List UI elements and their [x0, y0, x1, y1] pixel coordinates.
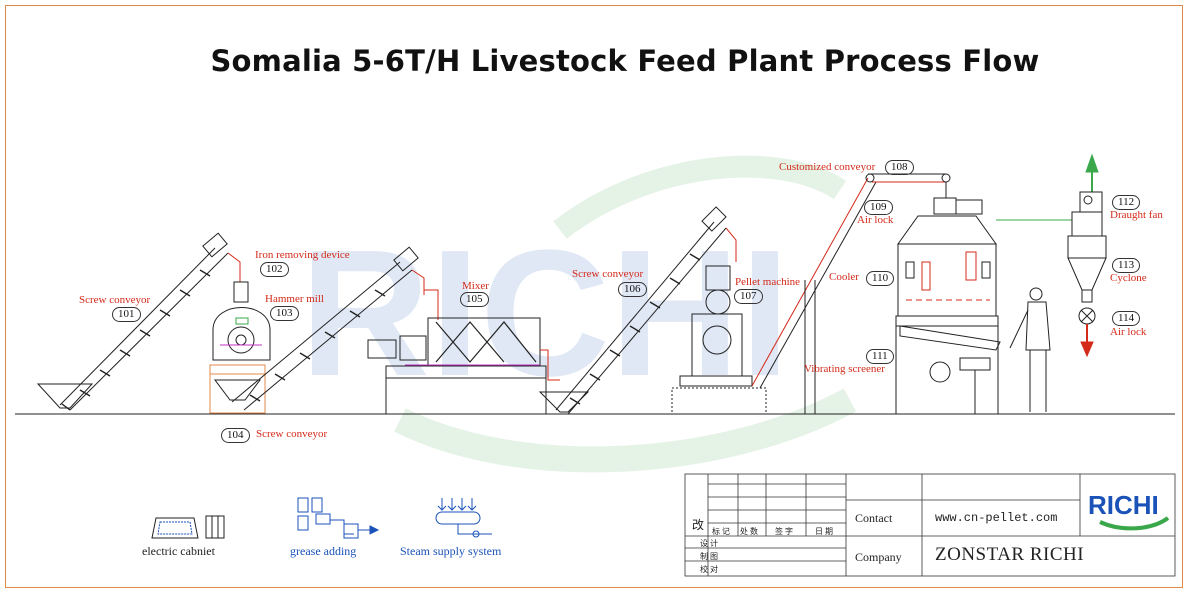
screw-conveyor-101 — [36, 232, 229, 411]
tag-109: 109 — [864, 200, 893, 215]
cyclone-113 — [1067, 211, 1107, 303]
tag-105: 105 — [460, 292, 489, 307]
label-mixer: Mixer — [462, 280, 489, 292]
label-screw-conveyor-106: Screw conveyor — [572, 268, 644, 280]
label-cyclone: Cyclone — [1110, 272, 1147, 284]
label-screw-conveyor-101: Screw conveyor — [79, 294, 151, 306]
label-vibrating-screener: Vibrating screener — [804, 363, 885, 375]
tb-jiaodui: 校 对 — [700, 565, 718, 574]
tb-qianzi: 签 字 — [775, 527, 793, 536]
label-air-lock-114: Air lock — [1110, 326, 1147, 338]
hammer-mill-103 — [209, 281, 271, 414]
tag-106: 106 — [618, 282, 647, 297]
richi-logo: RICHI — [1088, 490, 1170, 531]
tag-112: 112 — [1112, 195, 1141, 210]
tag-103: 103 — [270, 306, 299, 321]
tb-contact-value: www.cn-pellet.com — [935, 511, 1058, 525]
electric-cabinet-icon — [151, 515, 225, 539]
legend-steam-supply: Steam supply system — [400, 544, 502, 558]
operator-figure — [1009, 287, 1051, 412]
label-screw-conveyor-104: Screw conveyor — [256, 428, 328, 440]
legend-electric-cabinet: electric cabniet — [142, 544, 215, 558]
legend-grease-adding: grease adding — [290, 544, 357, 558]
tb-sheji: 设 计 — [700, 539, 718, 548]
tb-contact-label: Contact — [855, 511, 893, 525]
air-lock-114 — [1078, 307, 1096, 358]
customized-conveyor-108 — [751, 173, 951, 414]
page-title: Somalia 5-6T/H Livestock Feed Plant Proc… — [210, 44, 1040, 78]
tb-company-value: ZONSTAR RICHI — [935, 544, 1085, 565]
tag-101: 101 — [112, 307, 141, 322]
tag-114: 114 — [1112, 311, 1141, 326]
tb-riqi: 日 期 — [815, 527, 833, 536]
drawing-frame — [5, 5, 1183, 588]
screw-conveyor-106 — [538, 206, 727, 415]
label-customized-conveyor: Customized conveyor — [779, 161, 876, 173]
tag-111: 111 — [866, 349, 894, 364]
svg-text:RICHI: RICHI — [1088, 490, 1159, 520]
tag-110: 110 — [866, 271, 895, 286]
tag-102: 102 — [260, 262, 289, 277]
grease-adding-icon — [297, 497, 380, 539]
tb-biaoji: 标 记 — [712, 527, 730, 536]
tag-107: 107 — [734, 289, 763, 304]
label-pellet-machine: Pellet machine — [735, 276, 801, 288]
tb-zhitu: 制 图 — [700, 552, 718, 561]
label-air-lock-109: Air lock — [857, 214, 894, 226]
label-hammer-mill: Hammer mill — [265, 293, 324, 305]
tb-company-label: Company — [855, 550, 902, 564]
mixer-105 — [367, 289, 560, 415]
tb-gai: 改 — [692, 518, 705, 532]
tag-108: 108 — [885, 160, 914, 175]
label-cooler: Cooler — [829, 271, 859, 283]
pellet-machine-107 — [671, 265, 767, 415]
cooler-110 — [895, 197, 1001, 414]
tb-chushu: 处 数 — [740, 527, 758, 536]
tag-113: 113 — [1112, 258, 1141, 273]
label-draught-fan: Draught fan — [1110, 209, 1163, 221]
tag-104: 104 — [221, 428, 250, 443]
steam-supply-icon — [435, 498, 492, 538]
screw-conveyor-104 — [231, 246, 419, 411]
label-iron-removing-device: Iron removing device — [255, 249, 350, 261]
